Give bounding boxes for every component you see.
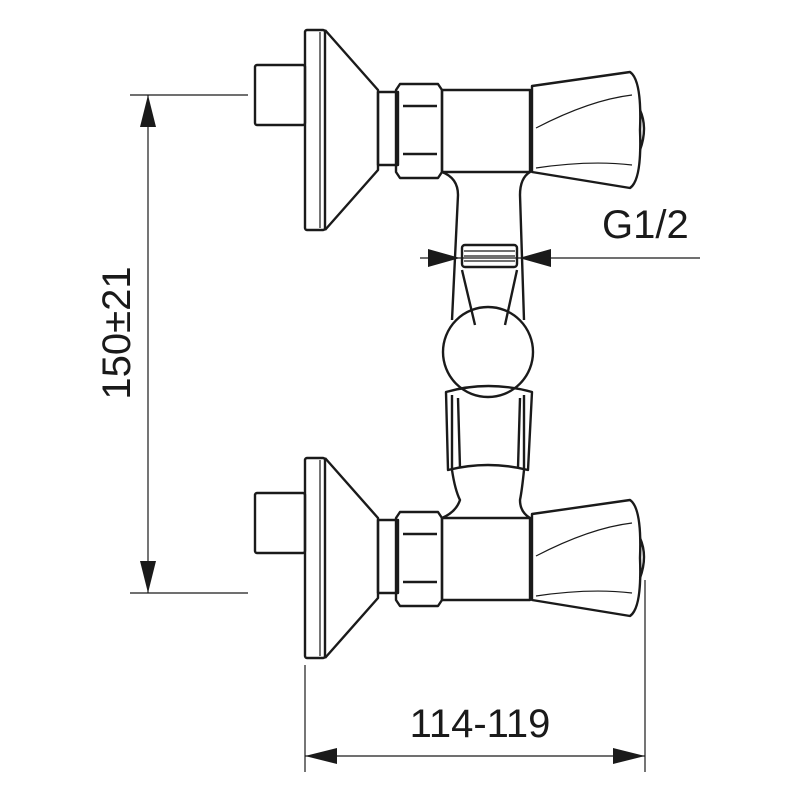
lower-valve: [253, 456, 646, 660]
thread-dimension: G1/2: [420, 203, 700, 267]
swivel-ball: [441, 305, 535, 399]
height-dimension-label: 150±21: [95, 266, 139, 399]
upper-valve: [253, 28, 646, 232]
holder-clip: [444, 384, 534, 472]
width-dimension-label: 114-119: [410, 702, 551, 746]
thread-connector: [460, 243, 519, 269]
thread-label: G1/2: [602, 203, 689, 247]
width-dimension: 114-119: [304, 580, 646, 772]
height-dimension: 150±21: [95, 94, 248, 594]
center-column: [441, 170, 535, 520]
